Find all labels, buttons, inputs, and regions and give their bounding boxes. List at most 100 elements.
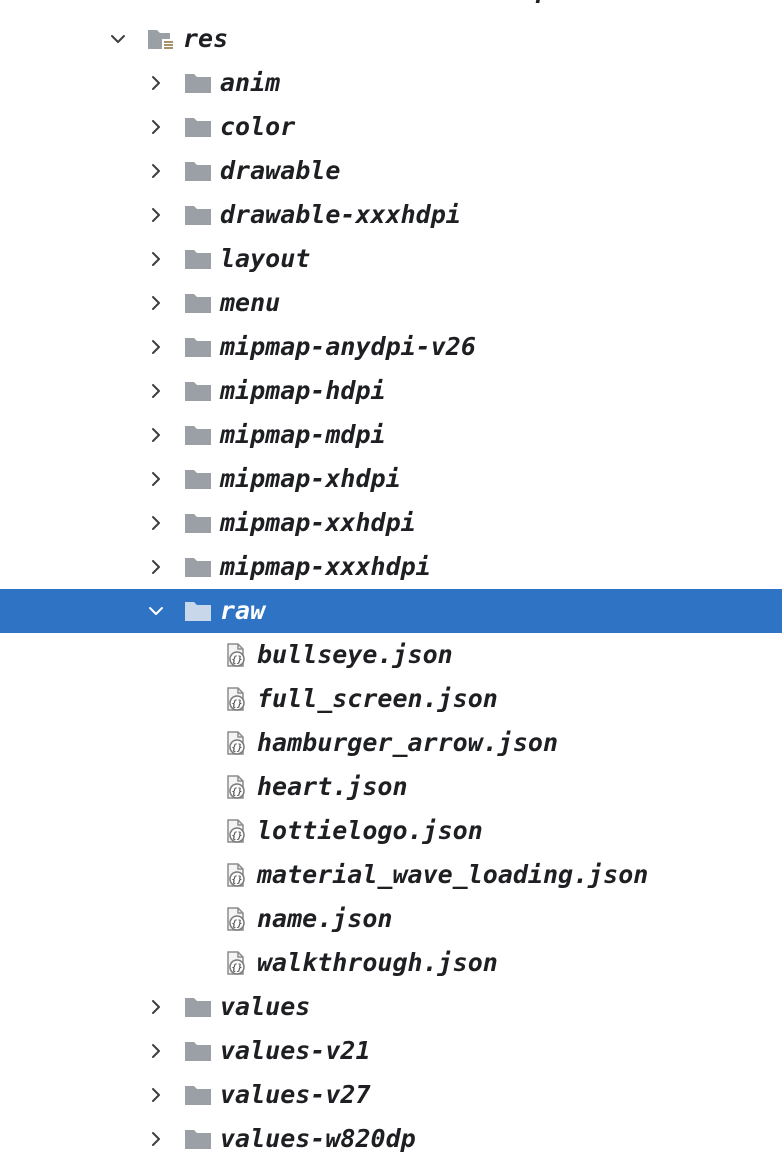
tree-item-menu[interactable]: menu xyxy=(0,281,782,325)
chevron-right-icon[interactable] xyxy=(146,337,166,357)
folder-icon xyxy=(183,113,213,141)
chevron-right-icon[interactable] xyxy=(146,425,166,445)
chevron-right-icon[interactable] xyxy=(146,469,166,489)
tree-item-hamburger-arrow-json[interactable]: {} hamburger_arrow.json xyxy=(0,721,782,765)
tree-item-mipmap-mdpi[interactable]: mipmap-mdpi xyxy=(0,413,782,457)
json-file-icon: {} xyxy=(222,905,252,933)
chevron-right-icon[interactable] xyxy=(146,293,166,313)
tree-item-mipmap-xhdpi[interactable]: mipmap-xhdpi xyxy=(0,457,782,501)
tree-item-mipmap-xxxhdpi[interactable]: mipmap-xxxhdpi xyxy=(0,545,782,589)
json-file-icon: {} xyxy=(222,773,252,801)
tree-item-drawable[interactable]: drawable xyxy=(0,149,782,193)
folder-icon xyxy=(183,157,213,185)
json-file-icon: {} xyxy=(222,729,252,757)
tree-item-values[interactable]: values xyxy=(0,985,782,1029)
folder-icon xyxy=(183,509,213,537)
tree-item-label: mipmap-mdpi xyxy=(220,420,386,449)
tree-item-material-wave-loading-json[interactable]: {} material_wave_loading.json xyxy=(0,853,782,897)
folder-icon xyxy=(183,1125,213,1153)
svg-text:{}: {} xyxy=(232,964,243,974)
tree-item-anim[interactable]: anim xyxy=(0,61,782,105)
tree-item-label: bullseye.json xyxy=(257,640,453,669)
tree-item-label: raw xyxy=(220,596,266,625)
svg-text:{}: {} xyxy=(232,832,243,842)
tree-item-drawable-xxxhdpi[interactable]: drawable-xxxhdpi xyxy=(0,193,782,237)
tree-item-label: hamburger_arrow.json xyxy=(257,728,559,757)
tree-item-label: mipmap-hdpi xyxy=(220,376,386,405)
tree-item-label: values-v21 xyxy=(220,1036,371,1065)
folder-icon xyxy=(183,289,213,317)
svg-text:{}: {} xyxy=(232,656,243,666)
chevron-right-icon[interactable] xyxy=(146,1129,166,1149)
tree-item-layout[interactable]: layout xyxy=(0,237,782,281)
chevron-right-icon[interactable] xyxy=(146,73,166,93)
tree-item-bullseye-json[interactable]: {} bullseye.json xyxy=(0,633,782,677)
folder-icon xyxy=(183,553,213,581)
folder-icon xyxy=(183,421,213,449)
folder-icon xyxy=(183,1037,213,1065)
tree-item-label: heart.json xyxy=(257,772,408,801)
folder-icon xyxy=(183,597,213,625)
chevron-down-icon[interactable] xyxy=(108,29,128,49)
tree-item-label: mipmap-xxhdpi xyxy=(220,508,416,537)
json-file-icon: {} xyxy=(222,685,252,713)
folder-icon xyxy=(183,333,213,361)
tree-item-label: drawable xyxy=(220,156,341,185)
svg-text:{}: {} xyxy=(232,700,243,710)
tree-item-label: menu xyxy=(220,288,281,317)
tree-item-mipmap-hdpi[interactable]: mipmap-hdpi xyxy=(0,369,782,413)
folder-icon xyxy=(183,993,213,1021)
folder-icon xyxy=(183,201,213,229)
tree-item-full-screen-json[interactable]: {} full_screen.json xyxy=(0,677,782,721)
tree-item-label: mipmap-anydpi-v26 xyxy=(220,332,476,361)
tree-item-color[interactable]: color xyxy=(0,105,782,149)
folder-icon xyxy=(183,1081,213,1109)
tree-item-label: com.airbnb.lottie.samples xyxy=(220,0,596,12)
chevron-right-icon[interactable] xyxy=(146,997,166,1017)
tree-item-label: res xyxy=(183,24,229,53)
tree-item-raw[interactable]: raw xyxy=(0,589,782,633)
tree-item-label: color xyxy=(220,112,296,141)
tree-item-values-w820dp[interactable]: values-w820dp xyxy=(0,1117,782,1161)
tree-item-heart-json[interactable]: {}heart.json xyxy=(0,765,782,809)
tree-item-label: values-w820dp xyxy=(220,1124,416,1153)
folder-icon xyxy=(183,377,213,405)
svg-text:{}: {} xyxy=(232,744,243,754)
json-file-icon: {} xyxy=(222,641,252,669)
tree-item-mipmap-anydpi-v26[interactable]: mipmap-anydpi-v26 xyxy=(0,325,782,369)
chevron-down-icon[interactable] xyxy=(146,601,166,621)
tree-item-label: anim xyxy=(220,68,281,97)
tree-item-label: material_wave_loading.json xyxy=(257,860,649,889)
tree-item-label: lottielogo.json xyxy=(257,816,483,845)
tree-item-mipmap-xxhdpi[interactable]: mipmap-xxhdpi xyxy=(0,501,782,545)
chevron-right-icon[interactable] xyxy=(146,1085,166,1105)
tree-item-res[interactable]: res xyxy=(0,17,782,61)
tree-item-label: drawable-xxxhdpi xyxy=(220,200,461,229)
tree-item-label: mipmap-xhdpi xyxy=(220,464,401,493)
tree-item-label: layout xyxy=(220,244,311,273)
tree-item-values-v21[interactable]: values-v21 xyxy=(0,1029,782,1073)
chevron-right-icon[interactable] xyxy=(146,161,166,181)
tree-item-package[interactable]: com.airbnb.lottie.samples xyxy=(0,0,782,12)
chevron-right-icon[interactable] xyxy=(146,117,166,137)
json-file-icon: {} xyxy=(222,861,252,889)
tree-item-label: walkthrough.json xyxy=(257,948,498,977)
folder-icon xyxy=(183,245,213,273)
tree-item-label: values xyxy=(220,992,311,1021)
chevron-right-icon[interactable] xyxy=(146,1041,166,1061)
tree-item-label: mipmap-xxxhdpi xyxy=(220,552,431,581)
tree-item-lottielogo-json[interactable]: {} lottielogo.json xyxy=(0,809,782,853)
tree-item-label: full_screen.json xyxy=(257,684,498,713)
chevron-right-icon[interactable] xyxy=(146,557,166,577)
tree-item-walkthrough-json[interactable]: {} walkthrough.json xyxy=(0,941,782,985)
chevron-right-icon[interactable] xyxy=(146,205,166,225)
chevron-right-icon[interactable] xyxy=(146,249,166,269)
tree-item-name-json[interactable]: {}name.json xyxy=(0,897,782,941)
chevron-right-icon[interactable] xyxy=(146,381,166,401)
chevron-right-icon[interactable] xyxy=(146,513,166,533)
tree-item-label: values-v27 xyxy=(220,1080,371,1109)
resource-folder-icon xyxy=(146,25,176,53)
svg-text:{}: {} xyxy=(232,876,243,886)
tree-item-values-v27[interactable]: values-v27 xyxy=(0,1073,782,1117)
